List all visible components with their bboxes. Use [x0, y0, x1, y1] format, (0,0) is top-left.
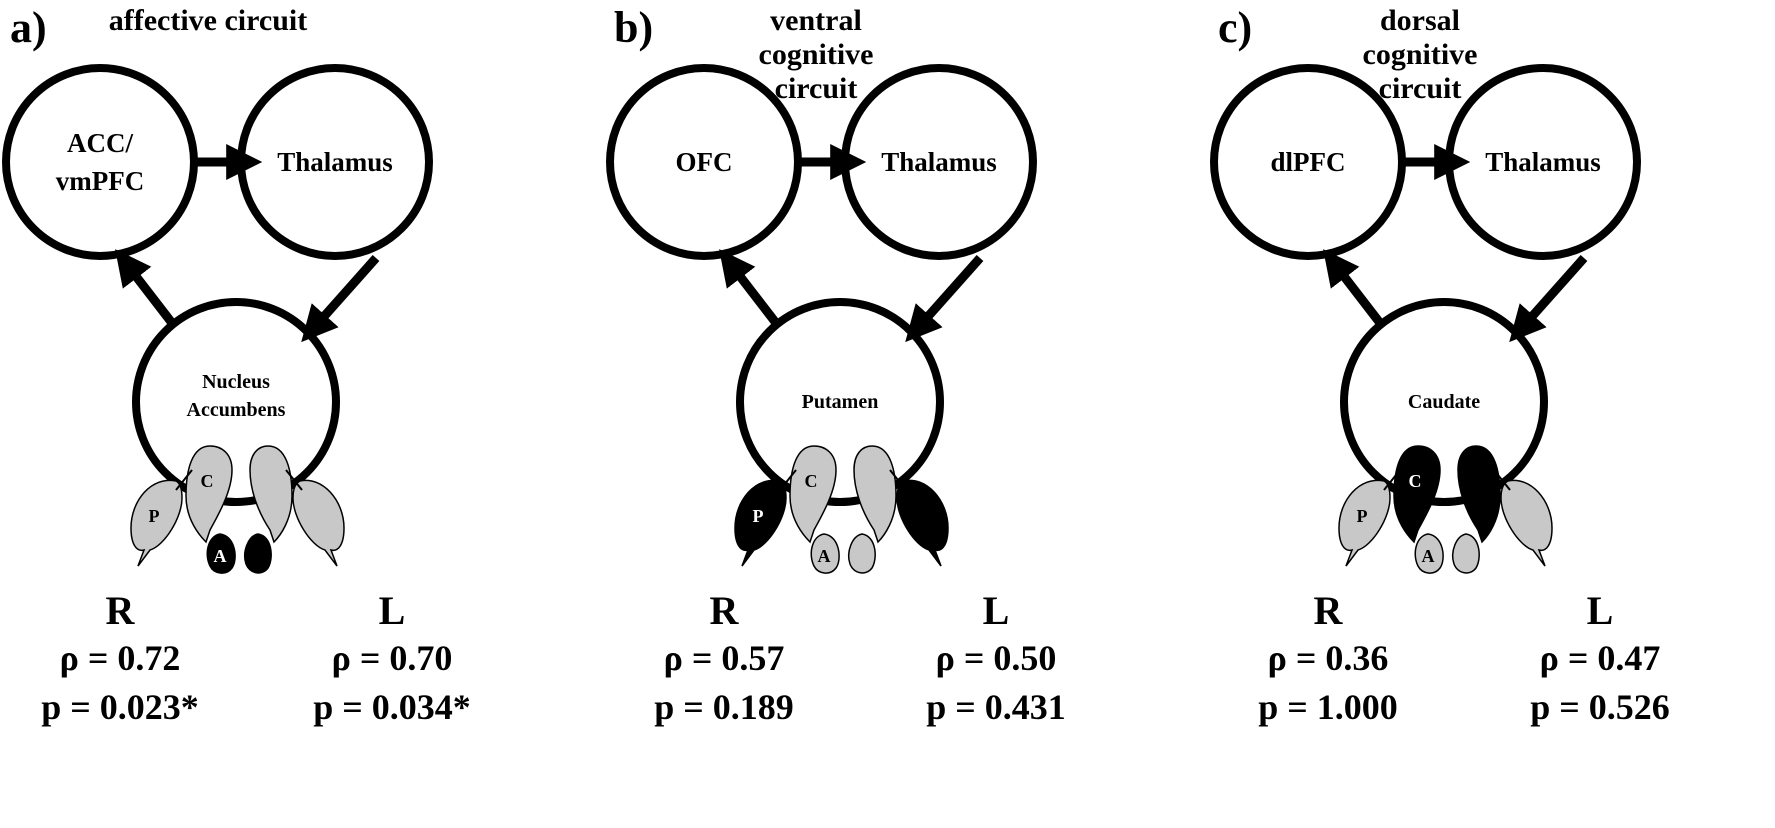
caudate-tail-left — [889, 469, 907, 491]
p-value-left: p = 0.431 — [926, 687, 1066, 727]
bottom-node-circle — [132, 298, 340, 506]
p-value-right: p = 0.023* — [41, 687, 199, 727]
rho-value-left: ρ = 0.47 — [1539, 638, 1661, 678]
shape-label-caudate: C — [1409, 471, 1422, 491]
putamen-right-shape — [1338, 479, 1391, 567]
top-node-circle — [2, 64, 198, 260]
accumbens-left-shape — [244, 533, 272, 574]
caudate-tail-right — [175, 469, 193, 491]
caudate-tail-left — [1493, 469, 1511, 491]
panel-letter: a) — [10, 3, 47, 52]
circuit-diagram: P C A — [2, 64, 433, 574]
p-value-right: p = 0.189 — [654, 687, 794, 727]
striatum-node-label: Putamen — [801, 391, 879, 413]
hemisphere-label-right: R — [709, 588, 739, 633]
shape-label-putamen: P — [753, 506, 764, 526]
putamen-right-shape — [130, 479, 183, 567]
panel-title: ventral cognitive circuit — [758, 4, 874, 105]
hemisphere-label-right: R — [1313, 588, 1343, 633]
circuit-diagram: P C A — [1210, 64, 1641, 574]
p-value-right: p = 1.000 — [1258, 687, 1398, 727]
arrow-thalamus-to-striatum — [301, 255, 380, 343]
rho-value-right: ρ = 0.36 — [1267, 638, 1389, 678]
shape-label-accumbens: A — [214, 546, 227, 566]
top-node-circle — [606, 64, 802, 260]
striatum-illustration — [734, 445, 949, 574]
putamen-right-shape — [734, 479, 787, 567]
arrow-thalamus-to-striatum — [1509, 255, 1588, 343]
hemisphere-label-left: L — [982, 588, 1010, 633]
striatum-node-label: Nucleus Accumbens — [186, 371, 286, 421]
caudate-tail-left — [285, 469, 303, 491]
rho-value-left: ρ = 0.50 — [935, 638, 1057, 678]
thalamus-node-label: Thalamus — [277, 147, 393, 177]
arrow-striatum-to-top — [115, 249, 176, 326]
bottom-node-circle — [736, 298, 944, 506]
shape-label-caudate: C — [201, 471, 214, 491]
caudate-right-shape — [185, 445, 233, 544]
caudate-left-shape — [249, 445, 293, 544]
accumbens-right-shape — [206, 533, 236, 574]
top-node-label: dlPFC — [1270, 147, 1346, 177]
caudate-right-shape — [1393, 445, 1441, 544]
thalamus-node-label: Thalamus — [1485, 147, 1601, 177]
top-node-label: ACC/ vmPFC — [55, 128, 145, 196]
circuit-diagram: P C A — [606, 64, 1037, 574]
accumbens-right-shape — [1414, 533, 1444, 574]
putamen-left-shape — [1500, 479, 1553, 567]
arrow-striatum-to-top — [719, 249, 780, 326]
top-node-circle — [1210, 64, 1406, 260]
shape-label-putamen: P — [149, 506, 160, 526]
shape-label-caudate: C — [805, 471, 818, 491]
panel-letter: b) — [614, 3, 654, 52]
shape-label-accumbens: A — [818, 546, 831, 566]
panel-letter: c) — [1218, 3, 1253, 52]
panel-title: dorsal cognitive circuit — [1362, 4, 1478, 105]
shape-label-putamen: P — [1357, 506, 1368, 526]
striatum-illustration — [1338, 445, 1553, 574]
hemisphere-label-left: L — [1586, 588, 1614, 633]
accumbens-right-shape — [810, 533, 840, 574]
hemisphere-label-right: R — [105, 588, 135, 633]
rho-value-right: ρ = 0.57 — [663, 638, 785, 678]
p-value-left: p = 0.526 — [1530, 687, 1670, 727]
striatum-node-label: Caudate — [1407, 391, 1481, 413]
top-node-label: OFC — [675, 147, 733, 177]
putamen-left-shape — [896, 479, 949, 567]
hemisphere-label-left: L — [378, 588, 406, 633]
bottom-node-circle — [1340, 298, 1548, 506]
accumbens-left-shape — [1452, 533, 1480, 574]
putamen-left-shape — [292, 479, 345, 567]
arrow-striatum-to-top — [1323, 249, 1384, 326]
thalamus-node-label: Thalamus — [881, 147, 997, 177]
caudate-right-shape — [789, 445, 837, 544]
caudate-tail-right — [779, 469, 797, 491]
caudate-tail-right — [1383, 469, 1401, 491]
caudate-left-shape — [1457, 445, 1501, 544]
arrow-thalamus-to-striatum — [905, 255, 984, 343]
accumbens-left-shape — [848, 533, 876, 574]
shape-label-accumbens: A — [1422, 546, 1435, 566]
caudate-left-shape — [853, 445, 897, 544]
rho-value-left: ρ = 0.70 — [331, 638, 453, 678]
striatum-illustration — [130, 445, 345, 574]
p-value-left: p = 0.034* — [313, 687, 471, 727]
rho-value-right: ρ = 0.72 — [59, 638, 181, 678]
panel-title: affective circuit — [108, 4, 308, 37]
